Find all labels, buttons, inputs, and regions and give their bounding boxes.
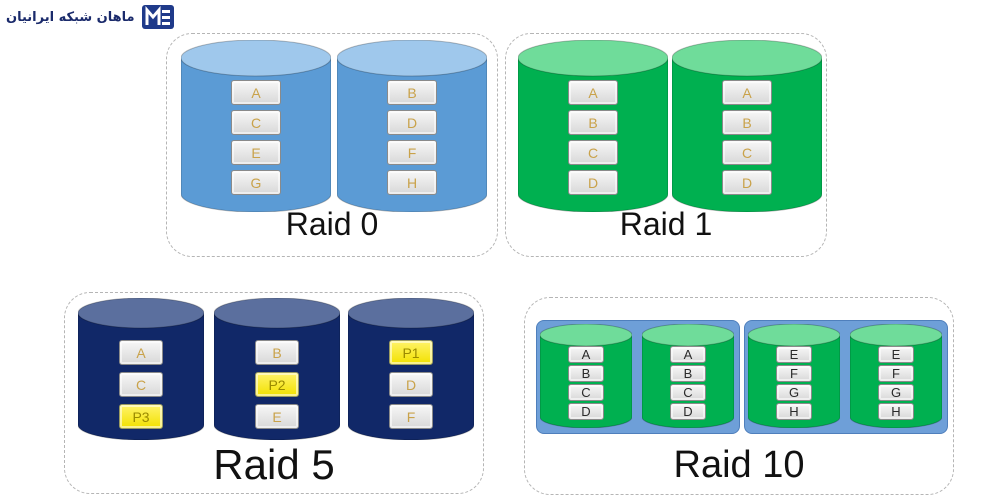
data-block: F xyxy=(776,365,812,382)
data-block: E xyxy=(776,346,812,363)
parity-block: P1 xyxy=(389,340,433,365)
data-block: D xyxy=(670,403,706,420)
data-block: C xyxy=(722,140,772,165)
data-block: E xyxy=(231,140,281,165)
data-block: B xyxy=(255,340,299,365)
raid5-label: Raid 5 xyxy=(213,441,335,488)
data-block: H xyxy=(387,170,437,195)
data-block: B xyxy=(722,110,772,135)
data-block: G xyxy=(231,170,281,195)
data-block: B xyxy=(568,365,604,382)
brand-logo: ماهان شبکه ایرانیان xyxy=(6,2,175,32)
data-block: B xyxy=(387,80,437,105)
data-block: C xyxy=(231,110,281,135)
data-block: D xyxy=(568,170,618,195)
data-block: D xyxy=(568,403,604,420)
data-block: E xyxy=(878,346,914,363)
raid10-label: Raid 10 xyxy=(673,444,805,486)
data-block: F xyxy=(387,140,437,165)
data-block: D xyxy=(389,372,433,397)
data-block: G xyxy=(878,384,914,401)
data-block: G xyxy=(776,384,812,401)
parity-block: P3 xyxy=(119,404,163,429)
data-block: B xyxy=(568,110,618,135)
data-block: B xyxy=(670,365,706,382)
data-block: E xyxy=(255,404,299,429)
data-block: A xyxy=(670,346,706,363)
brand-name: ماهان شبکه ایرانیان xyxy=(6,9,135,25)
data-block: A xyxy=(568,80,618,105)
data-block: C xyxy=(568,140,618,165)
data-block: D xyxy=(387,110,437,135)
parity-block: P2 xyxy=(255,372,299,397)
data-block: F xyxy=(389,404,433,429)
data-block: A xyxy=(568,346,604,363)
data-block: C xyxy=(670,384,706,401)
data-block: H xyxy=(878,403,914,420)
data-block: D xyxy=(722,170,772,195)
data-block: A xyxy=(119,340,163,365)
data-block: C xyxy=(119,372,163,397)
data-block: A xyxy=(231,80,281,105)
data-block: H xyxy=(776,403,812,420)
mahan-logo-icon xyxy=(141,5,174,29)
raid1-label: Raid 1 xyxy=(619,206,713,242)
data-block: A xyxy=(722,80,772,105)
data-block: F xyxy=(878,365,914,382)
raid0-label: Raid 0 xyxy=(285,206,379,242)
data-block: C xyxy=(568,384,604,401)
